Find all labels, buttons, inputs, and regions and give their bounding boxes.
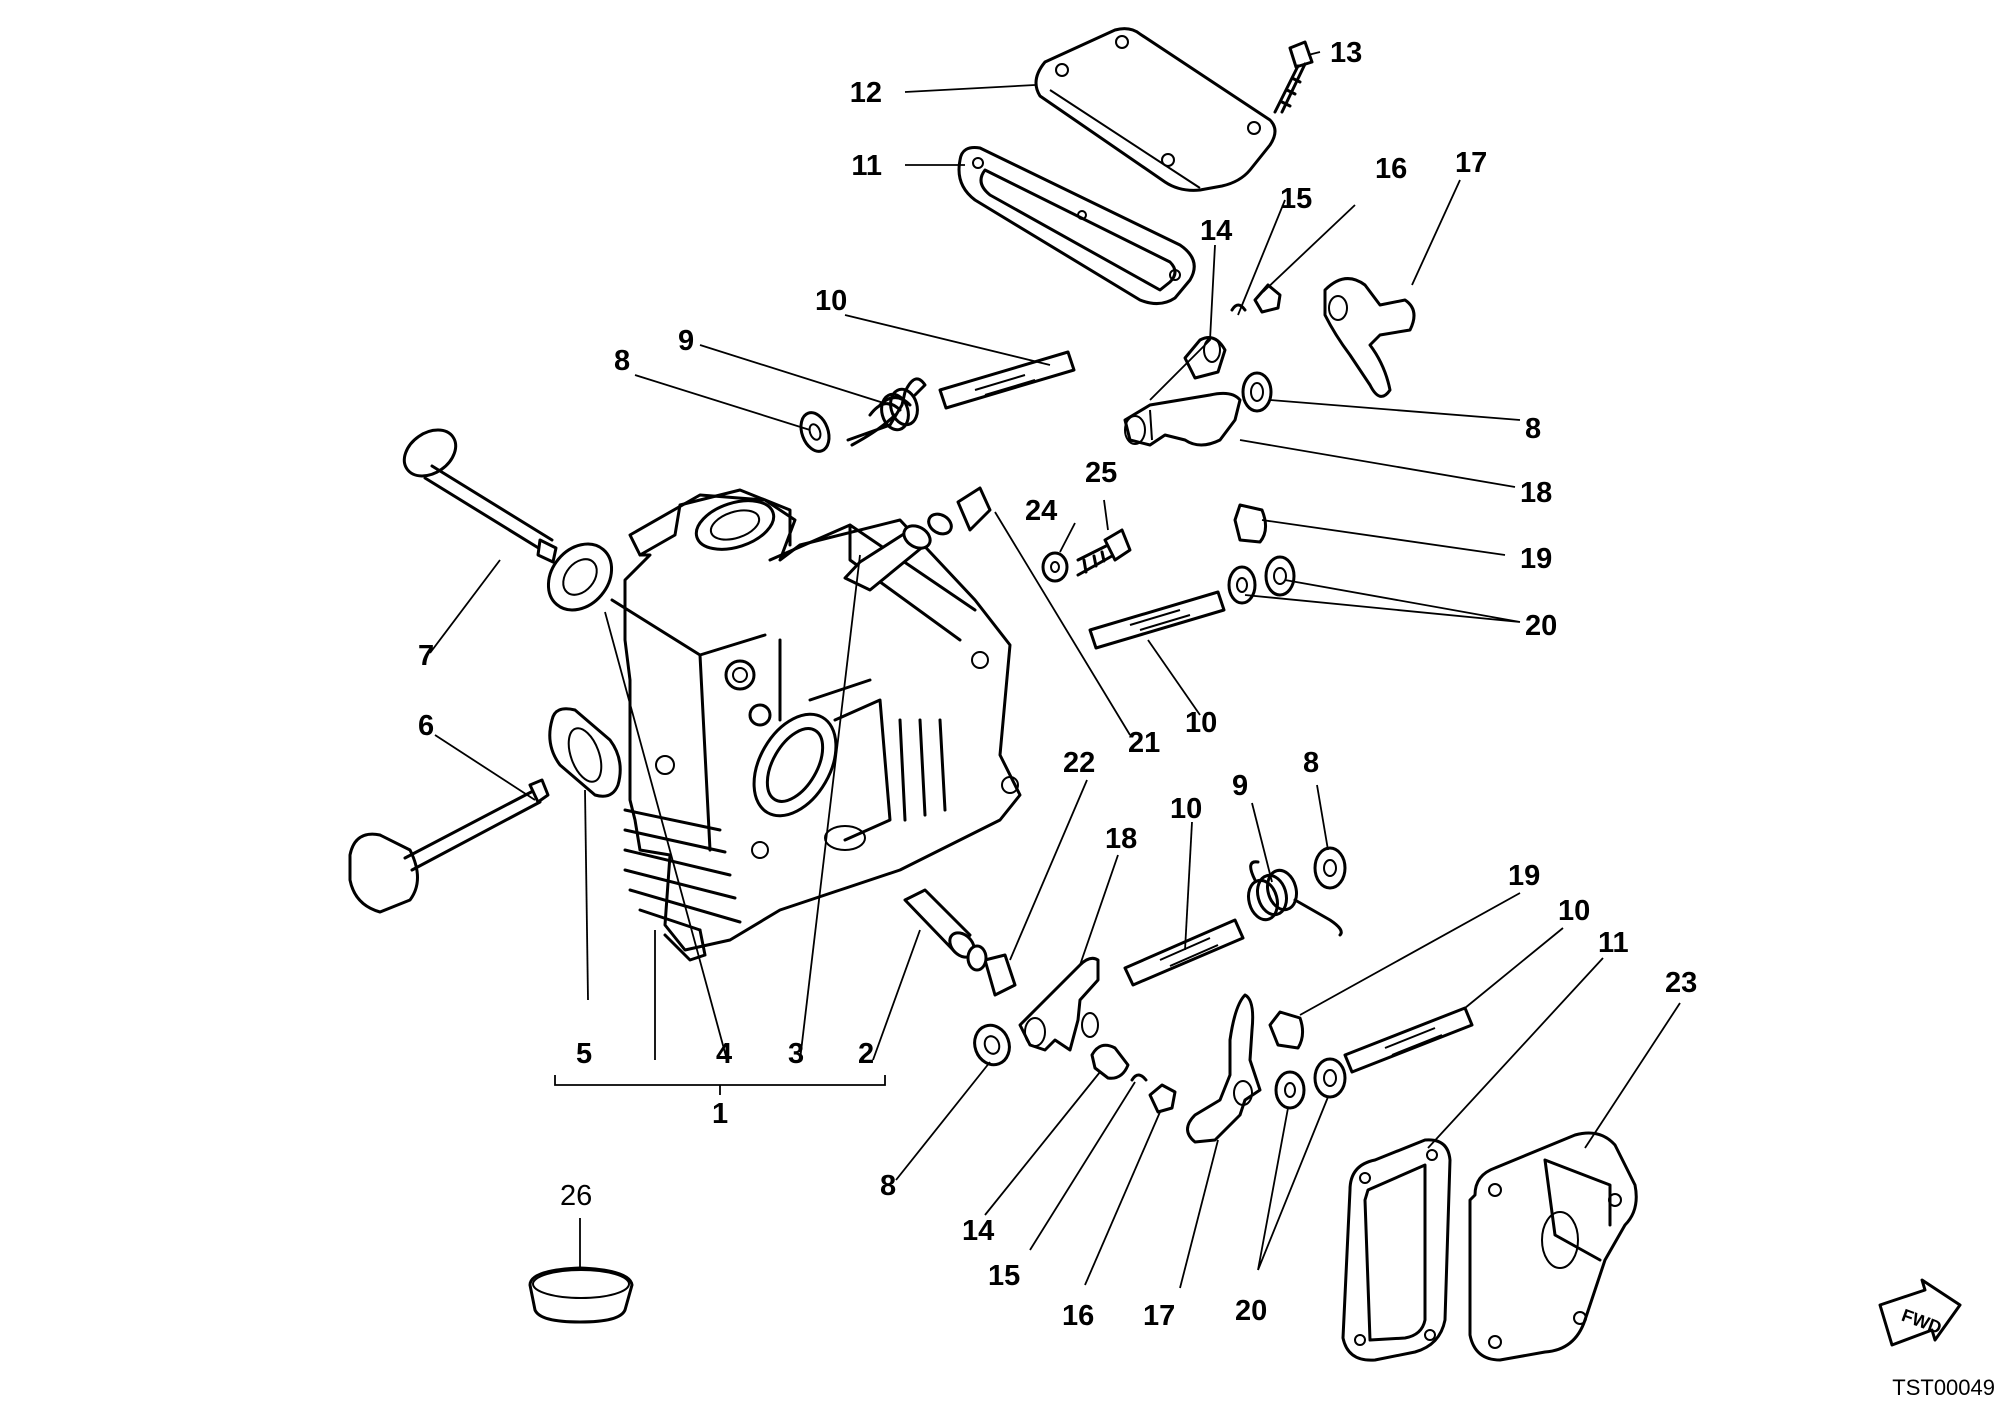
part-15-clip-lower <box>1130 1073 1148 1082</box>
part-7-valve-upper <box>402 428 558 564</box>
part-19-shim-lower <box>1268 1010 1305 1050</box>
part-10-pin-middle <box>1088 590 1226 650</box>
callout-8-c: 8 <box>880 1170 896 1202</box>
callout-20-upper: 20 <box>1525 610 1557 642</box>
callout-13: 13 <box>1330 37 1362 69</box>
callout-1: 1 <box>712 1098 728 1130</box>
part-14-bush-lower <box>1090 1043 1130 1080</box>
part-11-gasket-lower <box>1341 1138 1452 1362</box>
callout-8-a: 8 <box>614 345 630 377</box>
callout-16-upper: 16 <box>1375 153 1407 185</box>
part-5-seal <box>548 707 622 798</box>
callout-22: 22 <box>1063 747 1095 779</box>
part-24-washer <box>1041 551 1069 583</box>
part-11-gasket-upper <box>957 146 1196 305</box>
callout-17-lower: 17 <box>1143 1300 1175 1332</box>
part-9-spring-lower <box>1247 860 1343 937</box>
callout-7: 7 <box>418 640 434 672</box>
callout-20-lower: 20 <box>1235 1295 1267 1327</box>
part-17-rocker-arm-upper <box>1323 277 1416 398</box>
part-23-head-cover-lower <box>1468 1131 1638 1362</box>
part-6-valve-lower <box>348 778 550 914</box>
callout-25: 25 <box>1085 457 1117 489</box>
callout-9-lower: 9 <box>1232 770 1248 802</box>
part-12-head-cover <box>1034 27 1277 192</box>
callout-16-lower: 16 <box>1062 1300 1094 1332</box>
part-10-pin-right-lower <box>1343 1006 1474 1074</box>
callout-11-upper: 11 <box>851 150 882 182</box>
part-18-rocker-arm-upper <box>1123 391 1242 447</box>
callout-labels: 12 13 11 16 17 15 14 10 9 8 8 25 24 18 1… <box>418 37 1697 1332</box>
callout-10-d: 10 <box>1558 895 1590 927</box>
part-14-bush-upper <box>1183 336 1227 380</box>
callout-15-lower: 15 <box>988 1260 1020 1292</box>
callout-3: 3 <box>788 1038 804 1070</box>
part-10-pin-lower <box>1123 918 1245 987</box>
part-9-spring-upper <box>846 377 927 447</box>
part-22-valve-stem-seal <box>966 944 1017 997</box>
callout-11-lower: 11 <box>1598 927 1629 959</box>
callout-18-upper: 18 <box>1520 477 1552 509</box>
part-18-rocker-arm-lower <box>1018 956 1100 1052</box>
callout-5: 5 <box>576 1038 592 1070</box>
part-17-rocker-arm-lower <box>1186 993 1262 1144</box>
part-8-washer-b <box>1241 371 1273 413</box>
callout-9-upper: 9 <box>678 325 694 357</box>
callout-17-upper: 17 <box>1455 147 1487 179</box>
fwd-direction-arrow-icon: FWD <box>1878 1278 1962 1347</box>
part-8-washer-a <box>799 411 831 453</box>
callout-10-a: 10 <box>815 285 847 317</box>
callout-26: 26 <box>560 1180 592 1212</box>
part-8-washer-c <box>973 1023 1011 1067</box>
part-20-washers-lower <box>1274 1057 1347 1110</box>
part-20-washers-upper <box>1227 555 1296 605</box>
part-21-valve-stem-seal <box>927 486 992 536</box>
part-2-valve-guide <box>843 524 976 959</box>
callout-19-lower: 19 <box>1508 860 1540 892</box>
callout-10-c: 10 <box>1170 793 1202 825</box>
callout-4: 4 <box>716 1038 732 1070</box>
part-16-pad-lower <box>1148 1083 1177 1114</box>
leader-lines <box>429 51 1681 1289</box>
callout-14-upper: 14 <box>1200 215 1232 247</box>
callout-24: 24 <box>1025 495 1057 527</box>
drawing-code: TST00049 <box>1892 1375 1995 1400</box>
callout-8-d: 8 <box>1303 747 1319 779</box>
part-25-bolt <box>1076 528 1132 577</box>
callout-2: 2 <box>858 1038 874 1070</box>
part-26-cup <box>528 1266 634 1324</box>
part-8-washer-d <box>1313 846 1347 890</box>
callout-10-b: 10 <box>1185 707 1217 739</box>
part-10-pin-upper <box>938 350 1076 410</box>
cylinder-head-body <box>610 488 1022 962</box>
part-13-screw <box>1273 40 1314 114</box>
part-19-shim-upper <box>1233 503 1267 544</box>
callout-15-upper: 15 <box>1280 183 1312 215</box>
callout-12: 12 <box>850 77 882 109</box>
callout-14-lower: 14 <box>962 1215 994 1247</box>
callout-8-b: 8 <box>1525 413 1541 445</box>
callout-21: 21 <box>1128 727 1160 759</box>
callout-23: 23 <box>1665 967 1697 999</box>
callout-6: 6 <box>418 710 434 742</box>
callout-19-upper: 19 <box>1520 543 1552 575</box>
part-valve-seal-upper <box>546 542 614 612</box>
callout-18-lower: 18 <box>1105 823 1137 855</box>
part-15-clip-upper <box>1230 303 1247 312</box>
part-16-pad-upper <box>1253 283 1282 314</box>
